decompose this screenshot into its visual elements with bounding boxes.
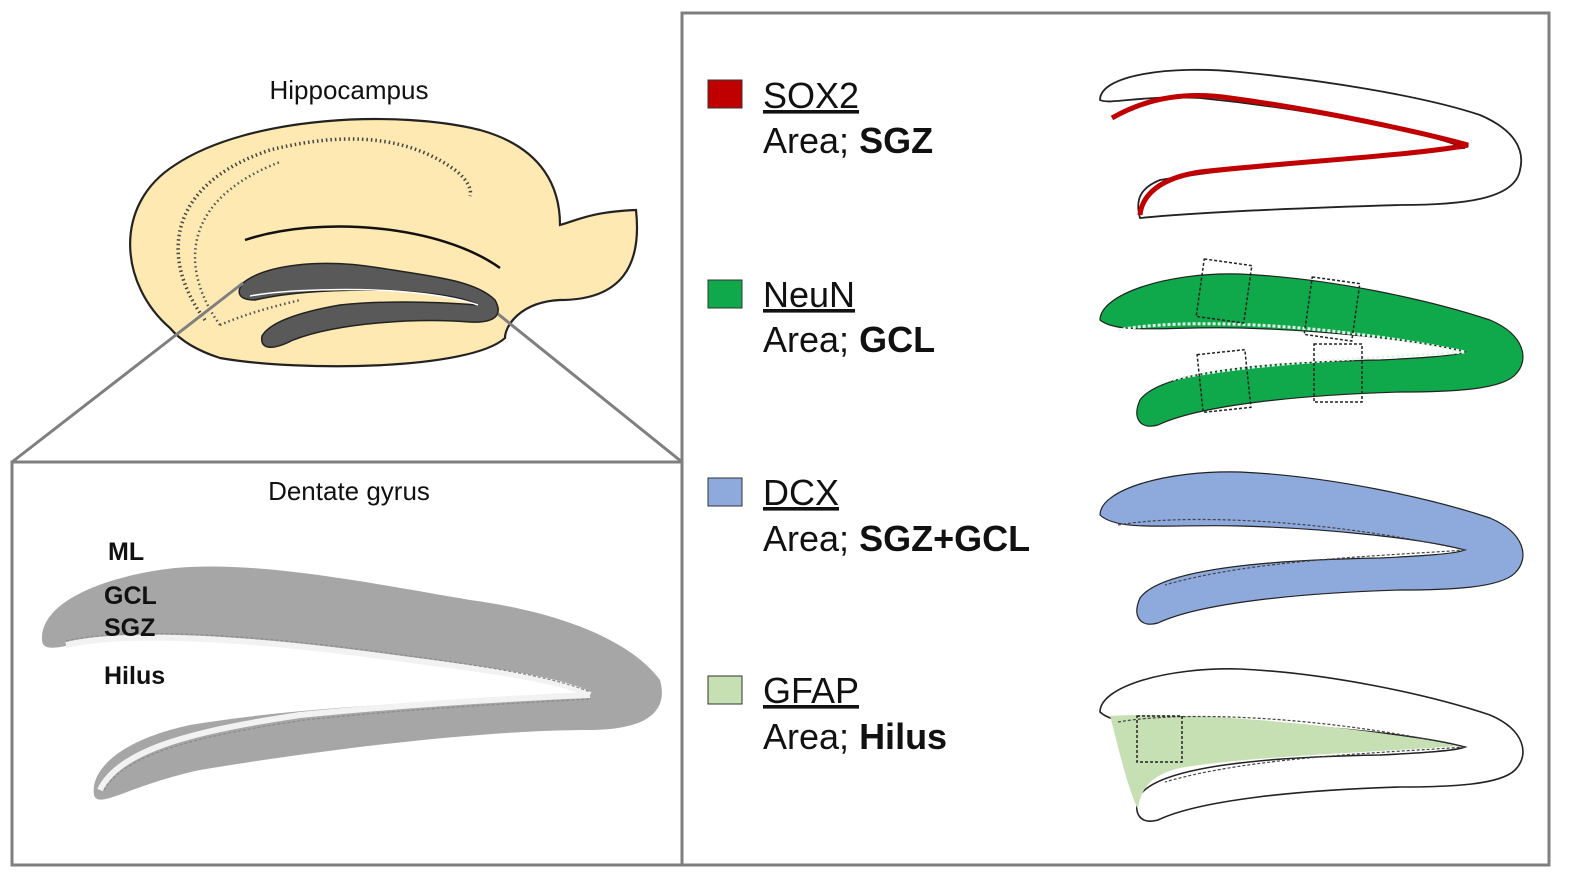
gfap-gyrus-outline (1099, 668, 1524, 822)
sgz-inner-band-bottom (97, 692, 591, 792)
neun-roi-2 (1303, 276, 1361, 342)
dcx-dashed-line (1117, 518, 1466, 586)
layer-label-ml: ML (108, 538, 144, 566)
dcx-name: DCX (763, 472, 839, 513)
sox2-area-line: Area; SGZ (763, 120, 933, 161)
sgz-dashed-top (65, 632, 591, 693)
gfap-hilus-stain (1110, 715, 1460, 810)
hippocampal-fissure (244, 225, 501, 270)
dentate-granule-edge (249, 288, 479, 306)
dcx-area-value: SGZ+GCL (859, 518, 1030, 559)
sox2-name: SOX2 (763, 75, 859, 116)
sox2-sgz-stain (1110, 93, 1469, 216)
dentate-gyrus-title: Dentate gyrus (268, 476, 430, 506)
neun-area-line: Area; GCL (763, 319, 935, 360)
sox2-swatch (707, 79, 743, 109)
layer-label-sgz: SGZ (104, 614, 155, 642)
neun-area-value: GCL (859, 319, 935, 360)
gfap-area-value: Hilus (859, 716, 947, 757)
layer-labels: ML GCL SGZ Hilus (104, 538, 165, 690)
neun-roi-4 (1313, 343, 1363, 403)
gfap-area-prefix: Area; (763, 716, 849, 757)
dentate-gyrus-diagram (41, 566, 662, 800)
dentate-gyrus-shape (41, 566, 662, 800)
marker-row-dcx: DCX Area; SGZ+GCL (707, 471, 1524, 625)
gfap-roi (1136, 715, 1183, 763)
neun-name: NeuN (763, 274, 855, 315)
sgz-inner-band-top (65, 634, 592, 698)
hippocampus-illustration: Hippocampus (129, 75, 639, 368)
neun-swatch (707, 279, 743, 309)
gfap-name: GFAP (763, 670, 859, 711)
dcx-area-prefix: Area; (763, 518, 849, 559)
layer-label-gcl: GCL (104, 582, 157, 610)
gfap-dashed-line (1117, 715, 1466, 783)
dcx-area-line: Area; SGZ+GCL (763, 518, 1030, 559)
ca3-extension (219, 298, 301, 327)
zoom-line-left (11, 281, 244, 464)
neun-roi-1 (1195, 258, 1253, 324)
sgz-dashed-bottom (103, 698, 591, 791)
gfap-swatch (707, 675, 743, 705)
hippocampus-body (129, 117, 639, 368)
marker-row-sox2: SOX2 Area; SGZ (707, 68, 1523, 219)
sox2-area-prefix: Area; (763, 120, 849, 161)
gfap-area-line: Area; Hilus (763, 716, 947, 757)
dcx-swatch (707, 477, 743, 507)
marker-row-neun: NeuN Area; GCL (707, 258, 1524, 427)
marker-row-gfap: GFAP Area; Hilus (707, 668, 1524, 822)
zoom-line-right (497, 312, 683, 464)
neun-sgz-line (1117, 322, 1466, 382)
neun-roi-3 (1196, 348, 1252, 414)
sox2-area-value: SGZ (859, 120, 933, 161)
neun-area-prefix: Area; (763, 319, 849, 360)
dcx-stain (1099, 471, 1524, 625)
neun-gcl-stain (1099, 273, 1524, 427)
layer-label-hilus: Hilus (104, 662, 165, 690)
hippocampus-title: Hippocampus (270, 75, 429, 105)
